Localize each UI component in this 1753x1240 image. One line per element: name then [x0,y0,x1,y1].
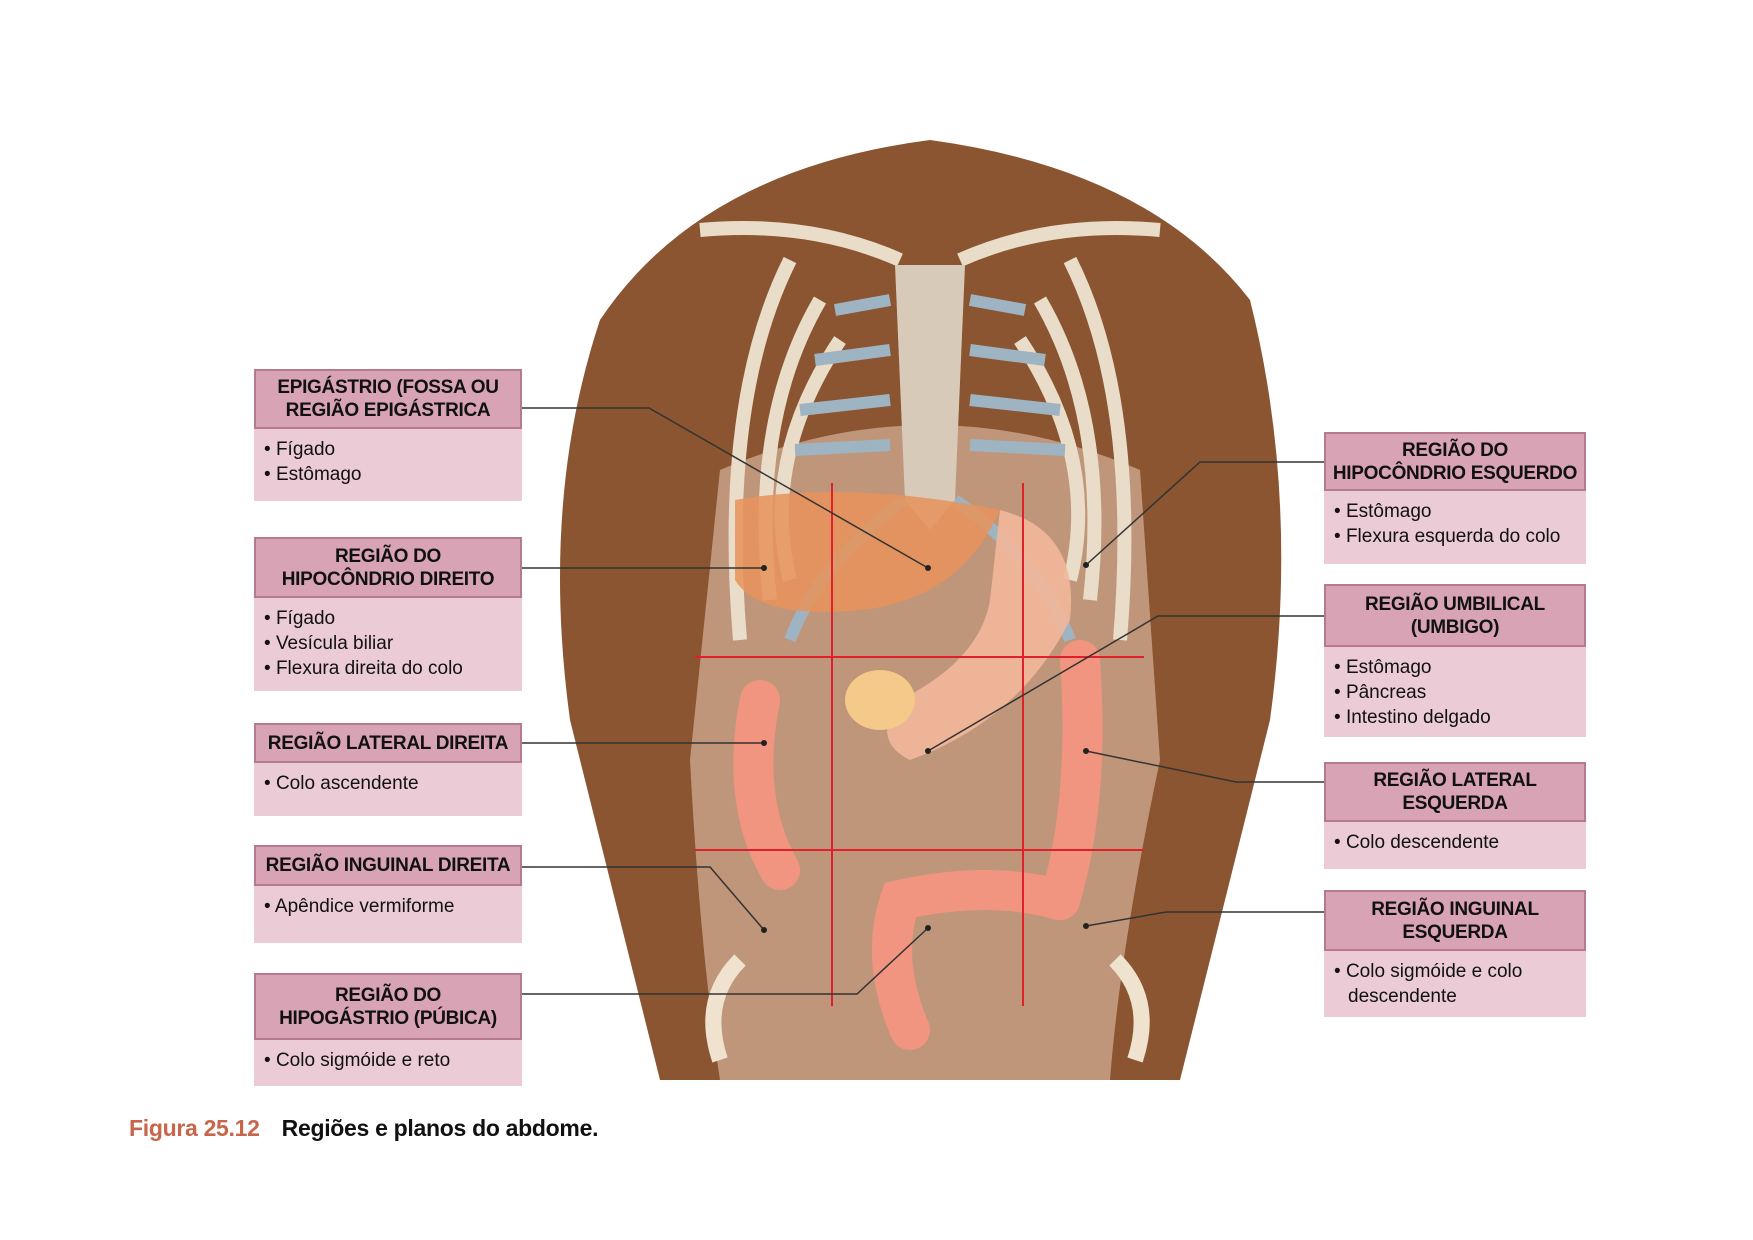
organ-list: EstômagoFlexura esquerda do colo [1324,491,1586,549]
organ-list: FígadoVesícula biliarFlexura direita do … [254,598,522,681]
title-line: REGIÃO DO [1401,439,1509,461]
organ-item: descendente [1348,986,1457,1007]
organ-item: Fígado [264,606,522,631]
title-line: REGIÃO LATERAL [1373,770,1537,791]
organ-list: EstômagoPâncreasIntestino delgado [1324,647,1586,730]
descending-colon [1040,640,1103,920]
organ-list: Colo sigmóide e reto [254,1040,522,1073]
title-line: REGIÃO UMBILICAL [1365,593,1545,615]
organ-item: Estômago [1334,655,1586,680]
liver [735,492,1000,612]
title-line: HIPOCÔNDRIO DIREITO [281,568,495,590]
figure-number: Figura 25.12 [129,1115,260,1141]
title-line: REGIÃO DO [334,984,442,1006]
organ-item: Apêndice vermiforme [264,894,522,919]
title-line: REGIÃO INGUINAL [1371,898,1539,920]
pancreas [845,670,915,730]
label-title: REGIÃO UMBILICAL(UMBIGO) [1324,584,1586,647]
title-line: HIPOCÔNDRIO ESQUERDO [1332,462,1578,484]
organs [733,492,1103,1050]
organ-list: FígadoEstômago [254,429,522,487]
organ-item: Colo ascendente [264,771,522,796]
label-title: REGIÃO INGUINAL DIREITA [254,845,522,886]
organ-item: Colo sigmóide e colo [1334,959,1586,984]
sigmoid-colon [872,870,1080,1050]
leader-lines [522,407,1324,995]
pelvis [705,954,1150,1063]
organ-item: Flexura esquerda do colo [1334,524,1586,549]
title-line: HIPOGÁSTRIO (PÚBICA) [279,1007,497,1029]
label-right-inguinal-region: REGIÃO INGUINAL DIREITA Apêndice vermifo… [254,845,522,943]
organ-item: Pâncreas [1334,680,1586,705]
figure-caption: Figura 25.12 Regiões e planos do abdome. [129,1115,598,1142]
title-line: (UMBIGO) [1410,616,1500,638]
organ-item: Flexura direita do colo [264,656,522,681]
title-line: REGIÃO EPIGÁSTRICA [285,400,491,421]
title-line: EPIGÁSTRIO (FOSSA OU [277,377,499,398]
organ-item: Vesícula biliar [264,631,522,656]
organ-list: Apêndice vermiforme [254,886,522,919]
label-umbilical-region: REGIÃO UMBILICAL(UMBIGO) EstômagoPâncrea… [1324,584,1586,737]
figure-title: Regiões e planos do abdome. [281,1115,599,1141]
title-line: REGIÃO LATERAL DIREITA [267,732,509,754]
organ-item: Colo descendente [1334,830,1586,855]
organ-item: Fígado [264,437,522,462]
ascending-colon [733,680,800,890]
title-line: REGIÃO INGUINAL DIREITA [265,855,511,876]
organ-list: Colo descendente [1324,822,1586,855]
sternum [895,265,965,530]
organ-item: Colo sigmóide e reto [264,1048,522,1073]
label-right-lateral-region: REGIÃO LATERAL DIREITA Colo ascendente [254,723,522,816]
organ-list: Colo ascendente [254,763,522,796]
label-title: REGIÃO LATERAL DIREITA [254,723,522,763]
title-line: REGIÃO DO [334,545,442,567]
organ-item: Estômago [264,462,522,487]
title-line: ESQUERDA [1402,793,1508,814]
organ-item: Estômago [1334,499,1586,524]
stomach [887,510,1072,760]
title-line: ESQUERDA [1402,921,1508,943]
organ-item: Intestino delgado [1334,705,1586,730]
leader-dots [761,562,1089,933]
abdominal-planes [695,483,1144,1006]
